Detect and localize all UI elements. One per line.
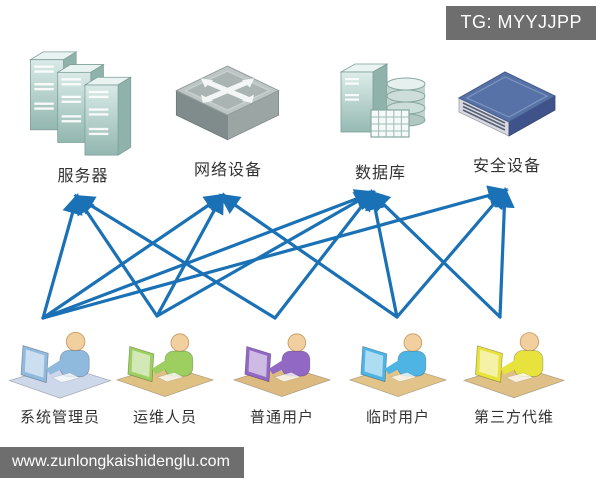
arrow-thirdparty-to-security [493,186,515,319]
arrow-sysadmin-to-security [41,185,510,320]
arrow-ops-to-network [155,192,224,318]
device-node-security: 安全设备 [448,70,566,176]
watermark-url: www.zunlongkaishidenglu.com [0,447,244,478]
database-icon [338,63,425,138]
user-node-sysadmin: 系统管理员 [2,326,118,427]
arrow-temp-to-database [365,188,399,319]
arrow-sysadmin-to-network [41,193,226,320]
arrow-sysadmin-to-server [41,192,83,320]
server-icon [29,51,132,156]
regular-user-icon [232,333,332,397]
device-node-network: 网络设备 [168,64,288,180]
arrow-sysadmin-to-database [41,189,376,320]
security-appliance-icon [457,71,556,137]
device-label-server: 服务器 [57,168,109,185]
arrow-temp-to-network [218,193,399,319]
user-node-thirdparty: 第三方代维 [456,326,572,427]
user-label-regular: 普通用户 [249,409,314,426]
user-label-temp: 临时用户 [365,409,430,426]
ops-user-icon [115,333,215,397]
temp-user-icon [348,333,448,397]
user-label-thirdparty: 第三方代维 [473,409,554,426]
sysadmin-user-icon [8,331,112,399]
device-label-database: 数据库 [354,165,406,182]
telegram-badge: TG: MYYJJPP [446,6,596,40]
user-label-ops: 运维人员 [132,409,197,426]
arrow-regular-to-database [273,189,375,320]
device-label-network: 网络设备 [193,162,262,179]
thirdparty-user-icon [462,332,566,399]
arrow-ops-to-database [155,190,376,318]
arrow-temp-to-security [395,187,508,319]
user-node-temp: 临时用户 [344,326,452,427]
user-node-regular: 普通用户 [228,326,336,427]
switch-icon [175,65,280,141]
device-node-database: 数据库 [328,62,433,183]
user-node-ops: 运维人员 [112,326,218,427]
arrow-ops-to-server [74,193,159,318]
device-node-server: 服务器 [18,48,148,186]
device-label-security: 安全设备 [472,158,541,175]
user-label-sysadmin: 系统管理员 [19,409,100,426]
arrow-regular-to-server [73,194,277,320]
arrow-thirdparty-to-database [369,190,502,319]
